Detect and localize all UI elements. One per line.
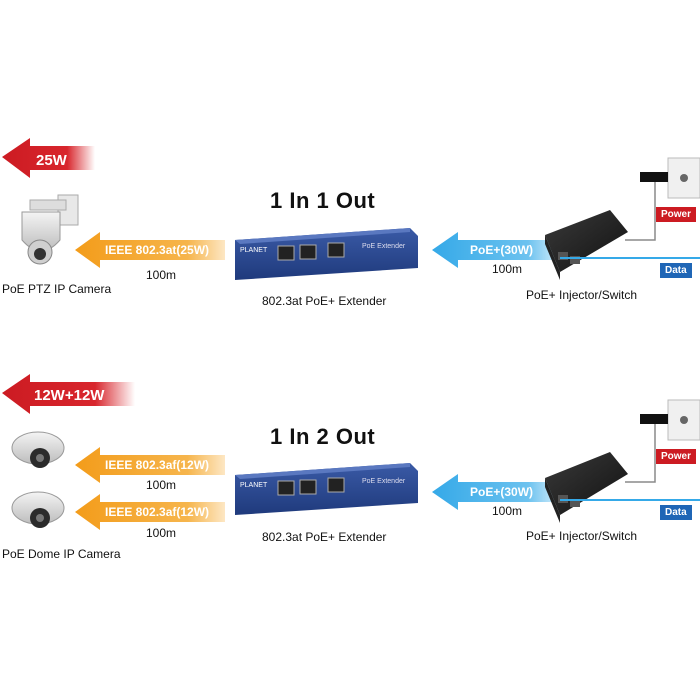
svg-text:PoE Extender: PoE Extender	[362, 243, 406, 250]
top-extender-device: PLANET	[235, 228, 418, 280]
top-data-badge: Data	[660, 263, 692, 278]
bottom-power-outlet-icon	[640, 399, 700, 441]
bottom-camera-caption: PoE Dome IP Camera	[2, 547, 121, 561]
bottom-left-arrow-1	[75, 447, 225, 483]
top-power-outlet-icon	[640, 157, 700, 199]
top-camera-caption: PoE PTZ IP Camera	[2, 282, 112, 296]
top-power-badge: Power	[656, 207, 697, 222]
bottom-right-arrow	[432, 474, 560, 510]
bottom-data-badge: Data	[660, 505, 692, 520]
top-title: 1 In 1 Out	[270, 188, 376, 213]
bottom-injector-device	[545, 452, 628, 523]
bottom-power-arrow	[2, 374, 135, 414]
top-left-distance: 100m	[146, 268, 177, 282]
bottom-left-arrow-label-2: IEEE 802.3af(12W)	[105, 505, 209, 519]
bottom-title: 1 In 2 Out	[270, 424, 376, 449]
top-injector-device	[545, 210, 628, 280]
svg-text:PoE Extender: PoE Extender	[362, 478, 406, 485]
bottom-extender-caption: 802.3at PoE+ Extender	[262, 530, 387, 544]
dome-camera-icon	[11, 431, 65, 468]
top-power-arrow	[2, 138, 95, 178]
bottom-watt-label: 12W+12W	[34, 387, 105, 404]
top-left-arrow-label: IEEE 802.3at(25W)	[105, 243, 209, 257]
bottom-injector-caption: PoE+ Injector/Switch	[526, 529, 638, 543]
top-extender-caption: 802.3at PoE+ Extender	[262, 294, 387, 308]
top-right-distance: 100m	[492, 262, 523, 276]
dome-camera-icon-2	[11, 491, 65, 528]
svg-text:PLANET: PLANET	[240, 247, 268, 254]
ptz-camera-icon	[21, 194, 79, 265]
top-watt-label: 25W	[36, 152, 68, 169]
bottom-left-arrow-2	[75, 494, 225, 530]
bottom-right-distance: 100m	[492, 504, 523, 518]
bottom-extender-device: PLANET	[235, 463, 418, 515]
top-right-arrow-label: PoE+(30W)	[470, 243, 533, 257]
bottom-left-arrow-label-1: IEEE 802.3af(12W)	[105, 458, 209, 472]
bottom-right-arrow-label: PoE+(30W)	[470, 485, 533, 499]
bottom-left-distance-2: 100m	[146, 526, 177, 540]
top-left-arrow	[75, 232, 225, 268]
top-right-arrow	[432, 232, 560, 268]
bottom-left-distance-1: 100m	[146, 478, 177, 492]
top-injector-caption: PoE+ Injector/Switch	[526, 288, 638, 302]
bottom-power-badge: Power	[656, 449, 697, 464]
svg-text:PLANET: PLANET	[240, 482, 268, 489]
